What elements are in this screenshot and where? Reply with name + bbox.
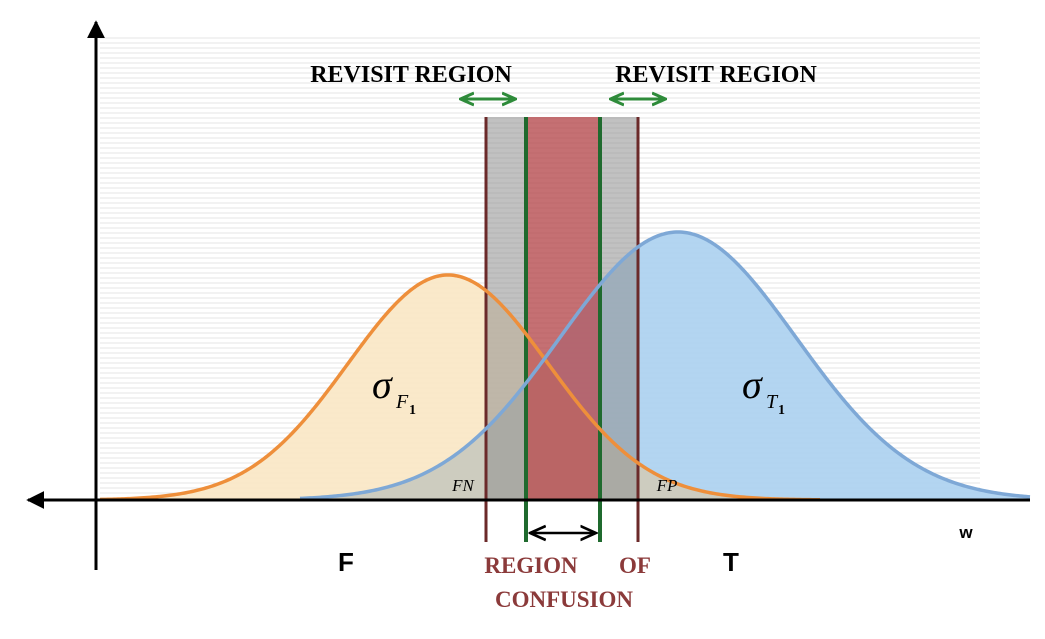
confusion-label: CONFUSION — [495, 587, 633, 612]
revisit-region-label-left: REVISIT REGION — [310, 62, 512, 88]
true-class-label: T — [723, 547, 739, 577]
revisit-region-label-right: REVISIT REGION — [615, 62, 817, 88]
sigma-t-index: 1 — [778, 403, 785, 418]
fp-label: FP — [656, 476, 678, 495]
sigma-t-subscript: T — [766, 391, 779, 413]
w-axis-label: w — [958, 523, 973, 542]
revisit-band-right — [600, 117, 638, 500]
sigma-t1-label: σ T 1 — [742, 362, 785, 418]
true-distribution-curve — [299, 230, 1031, 501]
confusion-band — [526, 117, 600, 500]
of-label: OF — [619, 553, 651, 578]
sigma-f-index: 1 — [409, 403, 416, 418]
sigma-f-symbol: σ — [372, 362, 393, 407]
region-label: REGION — [484, 553, 578, 578]
sigma-f1-label: σ F 1 — [372, 362, 416, 418]
sigma-t-symbol: σ — [742, 362, 763, 407]
false-distribution-curve — [99, 273, 821, 502]
false-distribution-fill — [100, 275, 820, 500]
fn-label: FN — [451, 476, 475, 495]
false-class-label: F — [338, 547, 354, 577]
sigma-f-subscript: F — [395, 391, 409, 413]
